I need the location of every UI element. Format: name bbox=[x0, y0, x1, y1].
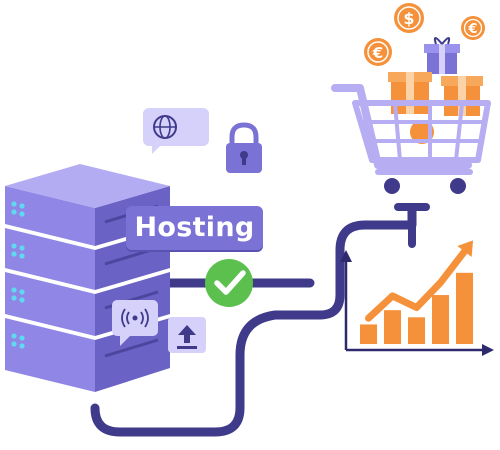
chart-bar bbox=[408, 317, 425, 344]
dollar-symbol: $ bbox=[403, 9, 414, 28]
coin-icon: $ € € bbox=[364, 3, 485, 66]
lock-icon bbox=[226, 122, 262, 173]
hosting-label: Hosting bbox=[126, 206, 263, 250]
globe-chat-icon bbox=[143, 108, 209, 154]
euro-symbol: € bbox=[372, 44, 383, 62]
trend-arrow bbox=[457, 240, 474, 257]
check-icon bbox=[205, 259, 253, 307]
trend-line bbox=[365, 247, 468, 322]
upload-icon bbox=[168, 317, 206, 353]
shopping-cart-icon bbox=[331, 72, 491, 194]
euro-symbol: € bbox=[467, 22, 477, 37]
gift-icon bbox=[388, 72, 483, 144]
chart-bar bbox=[456, 272, 473, 344]
gift-icon bbox=[424, 37, 460, 74]
server-icon bbox=[5, 164, 170, 392]
chart-bar bbox=[384, 310, 401, 344]
wireless-signal-icon bbox=[112, 300, 158, 346]
chart-bar bbox=[360, 324, 377, 344]
growth-chart-icon bbox=[340, 240, 494, 356]
chart-bar bbox=[432, 295, 449, 344]
